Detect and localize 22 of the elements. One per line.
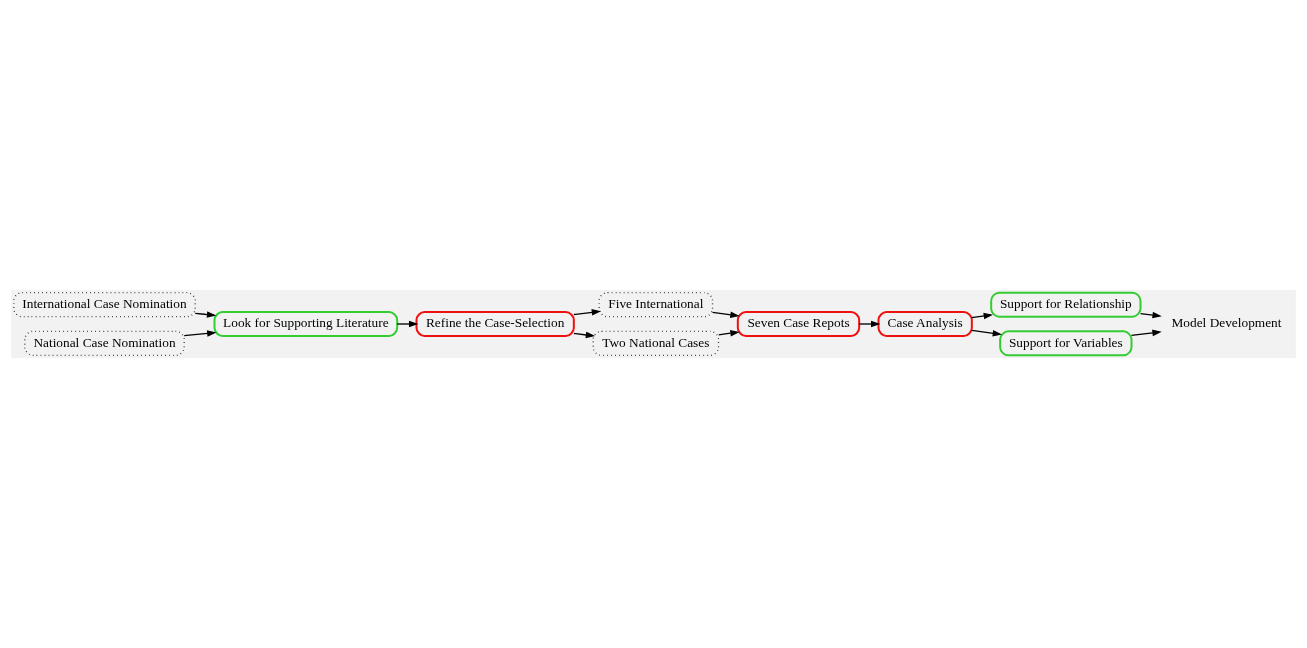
arrow xyxy=(183,330,217,337)
node-box: International Case Nomination xyxy=(13,292,196,318)
arrow xyxy=(971,312,993,320)
node-box: Two National Cases xyxy=(592,330,720,356)
arrow xyxy=(573,309,602,316)
arrow xyxy=(573,331,596,339)
arrow xyxy=(194,311,217,318)
node-box: Support for Variables xyxy=(999,330,1133,357)
arrow xyxy=(971,329,1003,337)
node-text: Model Development xyxy=(1171,315,1282,331)
node-box: Support for Relationship xyxy=(990,291,1142,318)
arrow xyxy=(711,311,740,318)
arrow xyxy=(396,320,419,328)
node-box: Seven Case Repots xyxy=(736,311,861,337)
arrow xyxy=(1130,329,1162,337)
arrow xyxy=(858,320,881,328)
node-box: Case Analysis xyxy=(877,311,973,337)
node-box: National Case Nomination xyxy=(24,330,185,356)
node-box: Look for Supporting Literature xyxy=(213,311,399,337)
arrow xyxy=(1139,311,1162,319)
node-box: Five International xyxy=(598,292,714,318)
node-box: Refine the Case-Selection xyxy=(415,311,575,337)
